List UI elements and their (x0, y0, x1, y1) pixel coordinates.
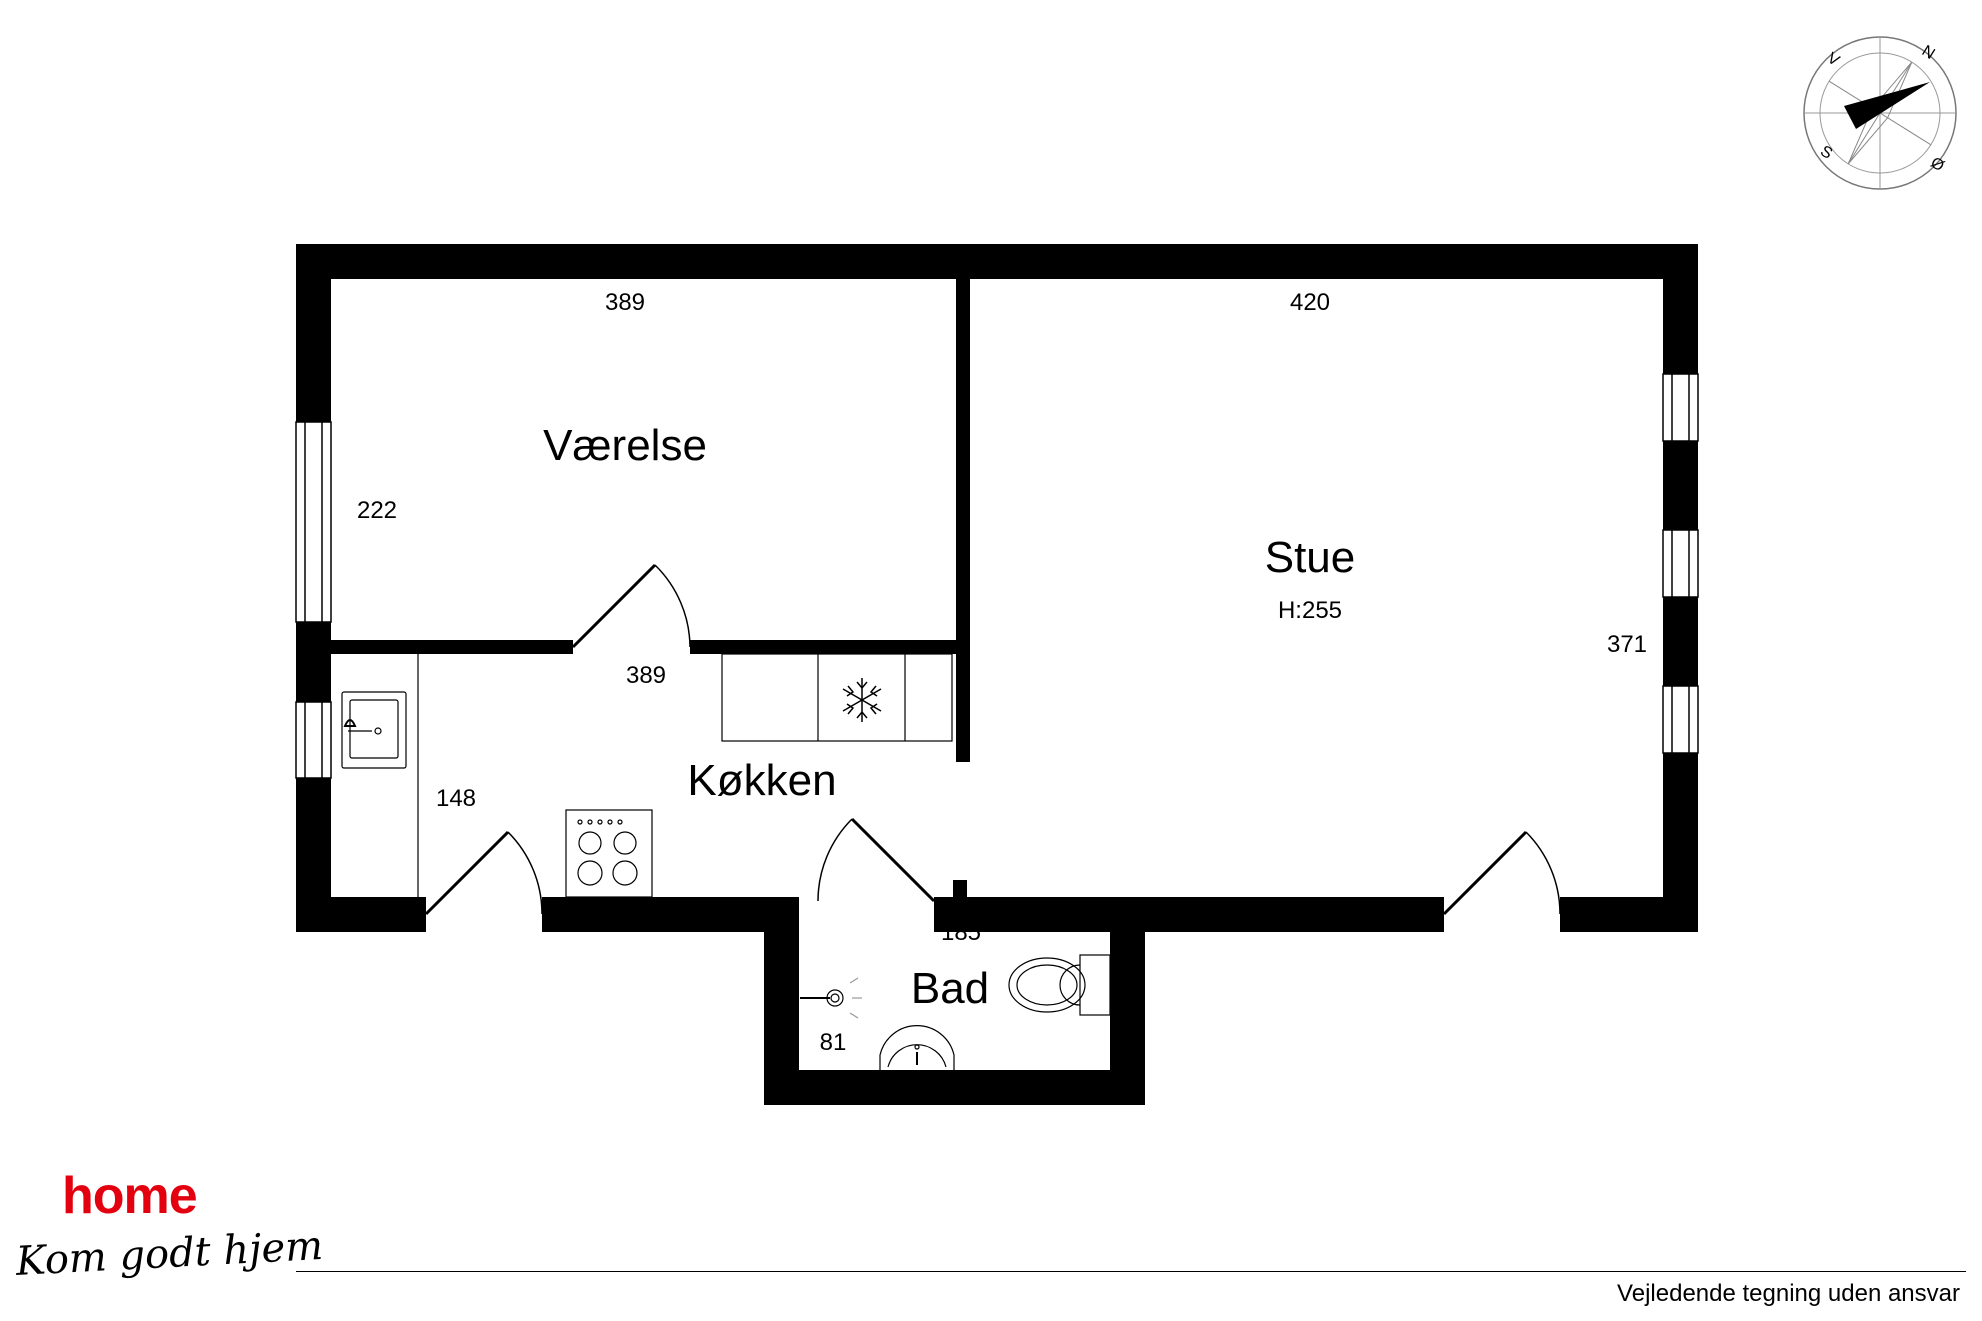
wall-left-upper (296, 244, 331, 422)
window-living-2 (1662, 529, 1699, 598)
window-living-3 (1662, 685, 1699, 754)
bathroom-fixtures (800, 954, 1111, 1070)
wall-bedroom-kitchen-right (690, 640, 958, 654)
wall-top (296, 244, 1698, 279)
window-kitchen (295, 701, 332, 779)
wall-right-top (1663, 244, 1698, 374)
brand-slogan: Kom godt hjem (14, 1222, 325, 1285)
dim-stue-depth: 371 (1607, 631, 1647, 658)
wall-bottom-4 (1560, 897, 1698, 932)
wall-bottom-3 (934, 897, 1444, 932)
wall-bath-bottom (764, 1070, 1145, 1105)
wall-bottom-2 (542, 897, 764, 932)
stove-icon (565, 809, 653, 898)
dim-vaerelse-depth: 222 (357, 497, 397, 524)
compass-needle-icon (1844, 82, 1930, 129)
dim-bad-width: 185 (941, 919, 981, 946)
door-bathroom (817, 817, 936, 903)
wall-bedroom-living (956, 279, 970, 762)
wall-bottom-1 (296, 897, 426, 932)
interior-walls (331, 279, 970, 762)
door-entrance (424, 830, 543, 916)
wall-left-mid (296, 622, 331, 702)
kitchen-sink-icon (341, 691, 407, 769)
brand-name: home (62, 1167, 198, 1225)
dim-bad-depth: 81 (820, 1029, 847, 1056)
room-name-stue: Stue (1265, 533, 1356, 582)
bath-sink-icon (879, 1025, 955, 1070)
wall-right-mid1 (1663, 441, 1698, 530)
dim-kokken-width: 389 (626, 662, 666, 689)
door-living-exit (1442, 830, 1561, 916)
window-bedroom (295, 421, 332, 623)
wall-right-mid2 (1663, 597, 1698, 686)
room-height-stue: H:255 (1278, 597, 1342, 624)
toilet-icon (1008, 954, 1111, 1016)
windows (295, 373, 1699, 779)
shower-icon (800, 977, 862, 1019)
wall-bedroom-kitchen-left (331, 640, 573, 654)
footer-divider (296, 1271, 1966, 1272)
doors (424, 563, 1561, 916)
kitchen-fixtures (341, 653, 953, 898)
fridge-cabinets-icon (721, 653, 953, 742)
room-name-vaerelse: Værelse (543, 421, 707, 470)
wall-bath-right (1110, 897, 1145, 1105)
footer-disclaimer: Vejledende tegning uden ansvar (1617, 1280, 1960, 1307)
room-name-kokken: Køkken (687, 756, 836, 805)
brand-logo: home Kom godt hjem (15, 1167, 324, 1310)
dim-kokken-depth: 148 (436, 785, 476, 812)
dim-stue-width: 420 (1290, 289, 1330, 316)
dim-vaerelse-width: 389 (605, 289, 645, 316)
outer-walls (296, 244, 1698, 1105)
snowflake-icon (842, 678, 882, 722)
door-bedroom (571, 563, 691, 649)
room-name-bad: Bad (911, 964, 989, 1013)
compass: N Ø S V (1803, 36, 1957, 190)
window-living-1 (1662, 373, 1699, 442)
wall-bath-stub (953, 880, 967, 900)
